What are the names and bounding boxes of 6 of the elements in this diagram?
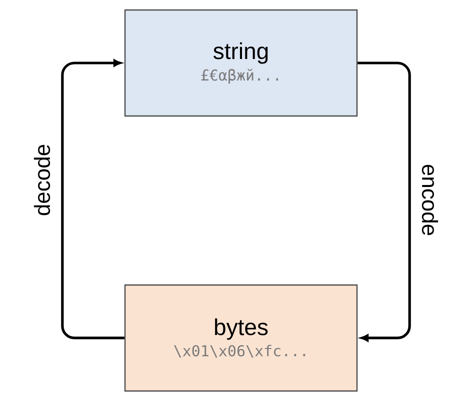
edge-label: decode [34, 144, 50, 216]
arrow [61, 59, 124, 340]
edge-label: encode [422, 164, 438, 236]
arrow [358, 62, 411, 342]
text-box: string £€αβжй... [124, 9, 358, 117]
text-box: bytes \x01\x06\xfc... [124, 284, 358, 392]
